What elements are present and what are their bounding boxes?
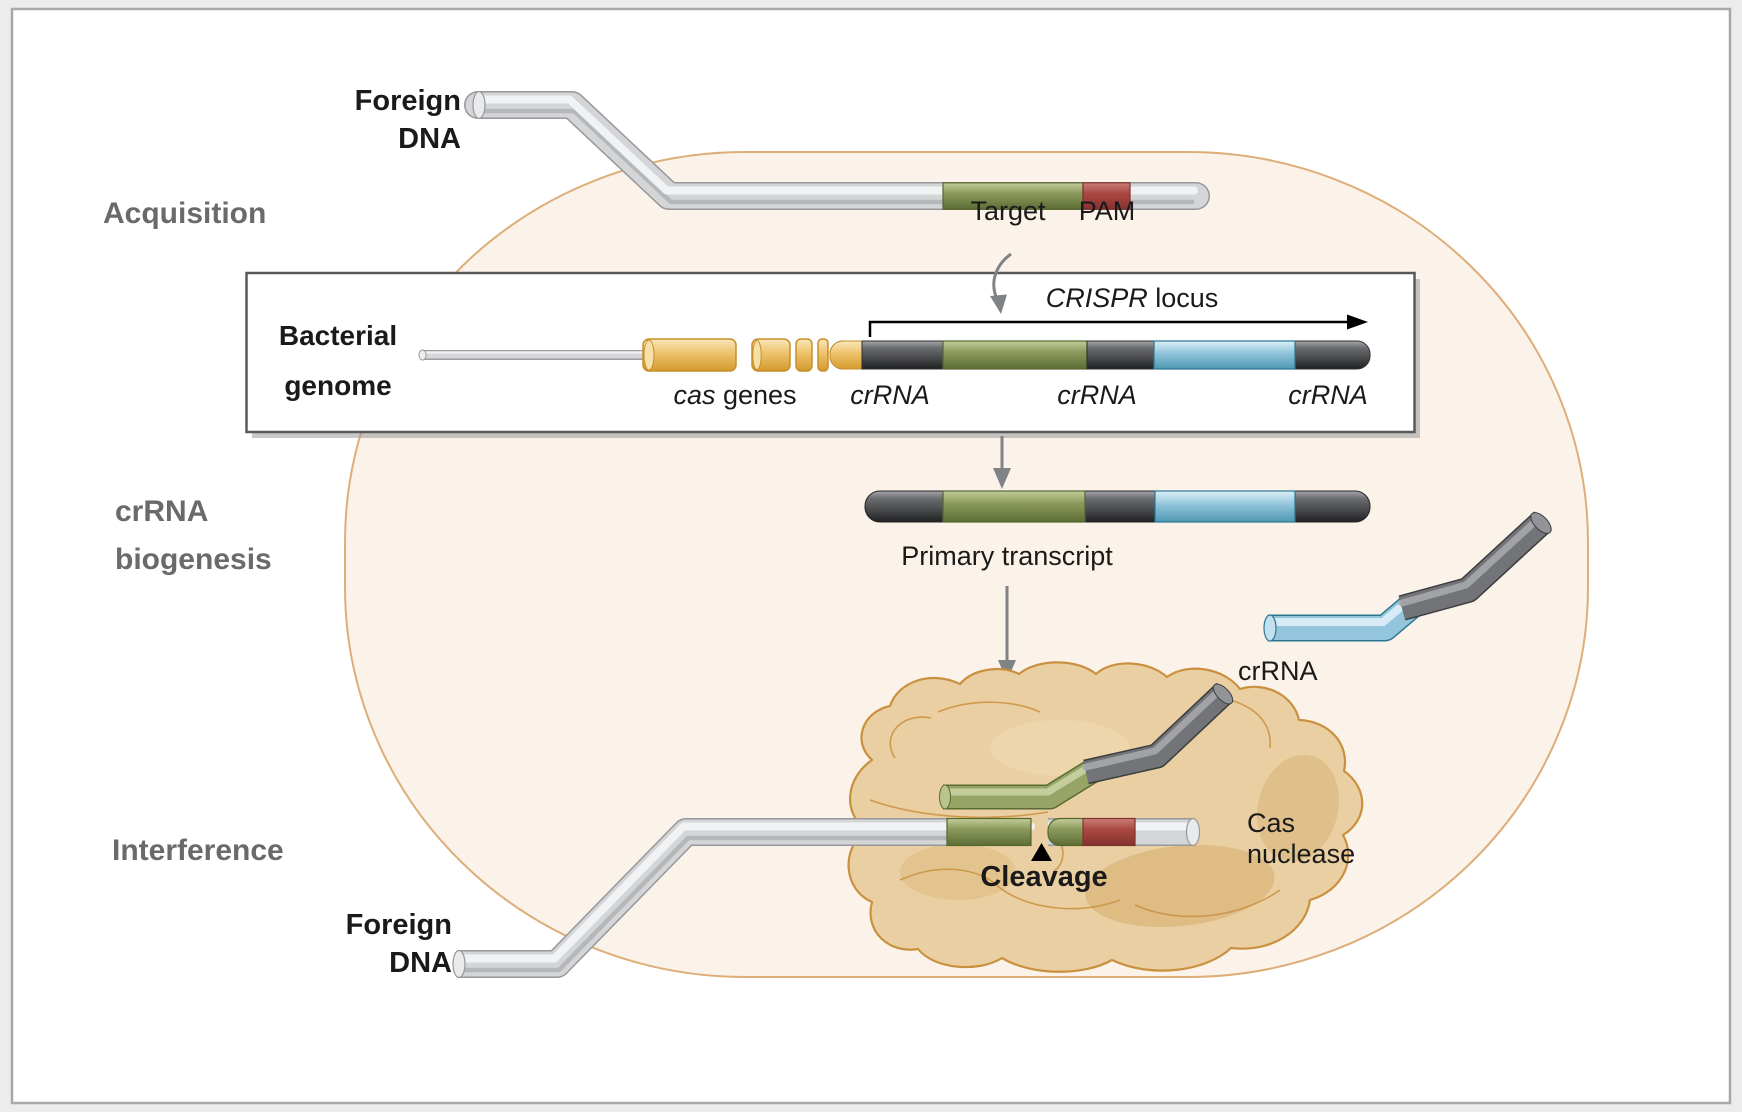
- blob-texture-lines: [869, 699, 1281, 918]
- cas-gene-4: [817, 338, 829, 372]
- crrna-free-label: crRNA: [1238, 656, 1318, 686]
- dna-end-cap: [472, 90, 486, 120]
- cas-nuclease-line2: nuclease: [1247, 839, 1356, 869]
- foreign-dna-top-strand: [464, 90, 1210, 210]
- biogenesis-line2: biogenesis: [115, 543, 272, 576]
- target-segment-top: [942, 182, 1084, 210]
- transcript-green-segment: [942, 490, 1086, 523]
- target-segment-bottom-left: [946, 817, 1032, 847]
- crispr-locus-arrowhead: [1347, 314, 1368, 330]
- primary-transcript-bar: [864, 490, 1371, 523]
- crispr-locus-italic: CRISPR: [1045, 283, 1148, 313]
- cas-gene-1: [642, 338, 737, 372]
- foreign-dna-bottom-label: Foreign DNA: [322, 906, 452, 982]
- pam-label: PAM: [1078, 196, 1136, 226]
- spacer-blue-segment: [1153, 340, 1296, 370]
- transcript-blue-segment: [1154, 490, 1296, 523]
- cas-gene-3: [795, 338, 813, 372]
- pam-segment-bottom: [1082, 817, 1136, 847]
- free-crrna: [1263, 511, 1552, 642]
- crispr-locus-bracket: [868, 314, 1368, 337]
- cas-nuclease-label: Cas nuclease: [1247, 808, 1355, 870]
- stage-acquisition-label: Acquisition: [103, 197, 267, 230]
- foreign-dna-top-label: Foreign DNA: [331, 82, 461, 158]
- cleavage-marker: [1031, 843, 1052, 861]
- crrna-repeat-label-3: crRNA: [1288, 380, 1368, 410]
- cas-genes-label: cas genes: [673, 380, 796, 411]
- cas-genes-italic: cas: [673, 380, 716, 410]
- cas-nuclease-line1: Cas: [1247, 808, 1296, 838]
- stage-interference-label: Interference: [112, 834, 284, 867]
- integration-arrow: [990, 252, 1012, 314]
- foreign-dna-top-line1: Foreign: [354, 85, 461, 117]
- crrna-repeat-label-2: crRNA: [1057, 380, 1137, 410]
- biogenesis-line1: crRNA: [115, 495, 209, 528]
- spacer-green-segment: [942, 340, 1088, 370]
- foreign-dna-bottom-line2: DNA: [389, 947, 452, 979]
- crispr-locus-label: CRISPR locus: [1046, 283, 1219, 314]
- repeat-segment-2: [1086, 340, 1155, 370]
- bacterial-genome-line2: genome: [284, 370, 392, 401]
- foreign-dna-bottom-line1: Foreign: [345, 909, 452, 941]
- crispr-array-bar: [829, 340, 1371, 370]
- bacterial-genome-line1: Bacterial: [278, 320, 398, 351]
- target-label: Target: [970, 196, 1046, 226]
- crispr-locus-rest: locus: [1147, 283, 1219, 313]
- crrna-repeat-label-1: crRNA: [850, 380, 930, 410]
- foreign-dna-top-line2: DNA: [398, 123, 461, 155]
- transcription-arrow: [993, 436, 1011, 489]
- foreign-dna-bottom-strand: [452, 817, 1201, 979]
- cas-gene-2: [751, 338, 791, 372]
- primary-transcript-label: Primary transcript: [901, 541, 1113, 571]
- cas-nuclease-blob: [847, 661, 1364, 973]
- bacterial-genome-label: Bacterial genome: [279, 311, 397, 411]
- cas-genes-rest: genes: [715, 380, 797, 410]
- pam-segment-top: [1082, 182, 1131, 210]
- stage-biogenesis-label: crRNA biogenesis: [115, 488, 272, 584]
- cleavage-label: Cleavage: [980, 861, 1108, 893]
- bound-crrna: [939, 682, 1234, 810]
- cas-genes-cylinders: [642, 338, 829, 372]
- genome-contents: [418, 252, 1371, 372]
- repeat-segment-1: [861, 340, 944, 370]
